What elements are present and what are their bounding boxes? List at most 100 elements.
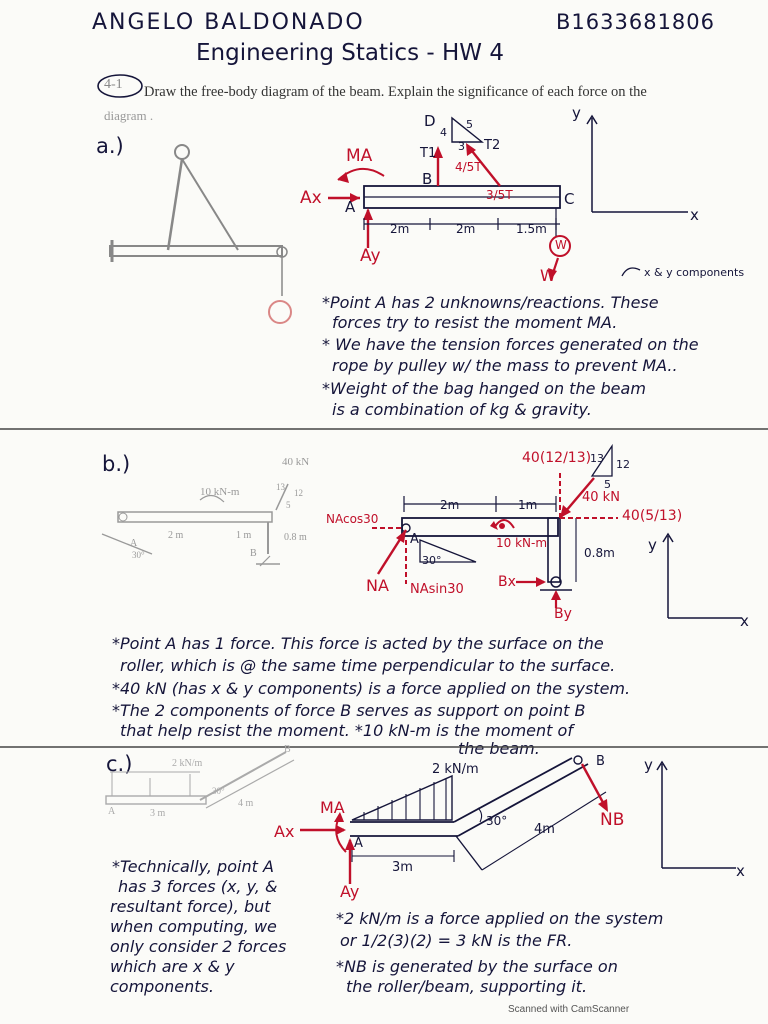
dim-2m-2: 2m: [456, 222, 476, 236]
label-t1: T1: [420, 146, 437, 161]
part-b-note-3: *40 kN (has x & y components) is a force…: [112, 679, 631, 698]
label-w: W: [540, 266, 556, 285]
part-c-left-note-6: which are x & y: [110, 957, 235, 976]
part-b-label: b.): [102, 452, 131, 476]
part-b-note-2: roller, which is @ the same time perpend…: [120, 656, 616, 675]
orig-c-b: B: [284, 744, 291, 755]
dim-b-1m: 1m: [518, 498, 538, 512]
author-name: ANGELO BALDONADO: [92, 10, 365, 35]
part-c-right-note-1: *2 kN/m is a force applied on the system: [336, 909, 664, 928]
orig-b: B: [250, 548, 257, 559]
label-c-ma: MA: [320, 798, 345, 817]
part-c-left-note-1: *Technically, point A: [112, 857, 274, 876]
part-a-note-4: rope by pulley w/ the mass to prevent MA…: [332, 356, 678, 375]
divider-b-c: [0, 746, 768, 748]
problem-number: 4-1: [104, 77, 123, 92]
part-a-note-1: *Point A has 2 unknowns/reactions. These: [322, 293, 659, 312]
label-by: By: [554, 606, 572, 622]
orig-c-30: 30°: [212, 786, 225, 796]
label-b-30: 30°: [422, 554, 442, 567]
label-40-12-13: 40(12/13): [522, 450, 592, 466]
instruction-line-1: Draw the free-body diagram of the beam. …: [144, 84, 647, 100]
label-d: D: [424, 112, 436, 130]
instruction-line-2: diagram .: [104, 108, 154, 123]
part-c-left-note-2: has 3 forces (x, y, &: [118, 877, 278, 896]
xy-components-note: x & y components: [644, 266, 745, 279]
part-c-right-note-2: or 1/2(3)(2) = 3 kN is the FR.: [340, 931, 573, 950]
axis-x-b: x: [740, 612, 749, 630]
label-na: NA: [366, 576, 389, 595]
label-c-b: B: [596, 754, 605, 769]
label-w-circle: W: [555, 238, 567, 252]
part-b-note-6: the beam.: [458, 739, 540, 758]
label-nacos30: NAcos30: [326, 512, 379, 526]
axis-y-b: y: [648, 536, 657, 554]
part-c-left-note-7: components.: [110, 977, 214, 996]
label-40-5-13: 40(5/13): [622, 508, 683, 524]
slope-b-5: 5: [604, 478, 611, 491]
part-c-left-note-5: only consider 2 forces: [110, 937, 287, 956]
orig-1m: 1 m: [236, 530, 252, 541]
slope-b-13: 13: [590, 452, 604, 465]
orig-12: 12: [294, 488, 303, 498]
part-c-left-note-3: resultant force), but: [110, 897, 271, 916]
orig-c-4m: 4 m: [238, 798, 254, 809]
label-c-a: A: [354, 836, 363, 851]
axis-x-a: x: [690, 206, 699, 224]
scanned-footer: Scanned with CamScanner: [508, 1004, 630, 1015]
dim-b-0-8m: 0.8m: [584, 546, 615, 560]
label-nasin30: NAsin30: [410, 582, 464, 597]
label-t-35: 3/5T: [486, 188, 513, 202]
label-c: C: [564, 190, 575, 208]
label-t2: T2: [484, 138, 501, 153]
dim-1-5m: 1.5m: [516, 222, 547, 236]
axis-x-c: x: [736, 862, 745, 880]
label-c-4m: 4m: [534, 822, 555, 837]
part-b-note-1: *Point A has 1 force. This force is acte…: [112, 634, 604, 653]
part-a-note-2: forces try to resist the moment MA.: [332, 313, 618, 332]
orig-30: 30°: [132, 550, 145, 560]
student-id: B1633681806: [556, 10, 716, 34]
part-b-note-5: that help resist the moment. *10 kN-m is…: [120, 721, 573, 740]
dim-b-2m: 2m: [440, 498, 460, 512]
orig-10knm: 10 kN-m: [200, 486, 240, 498]
label-c-nb: NB: [600, 810, 625, 830]
label-ax: Ax: [300, 188, 322, 208]
axis-y-a: y: [572, 104, 581, 122]
orig-13: 13: [276, 482, 285, 492]
part-a-note-6: is a combination of kg & gravity.: [332, 400, 592, 419]
slope-3: 3: [458, 140, 465, 153]
orig-2m: 2 m: [168, 530, 184, 541]
label-t-45: 4/5T: [455, 160, 482, 174]
label-ma: MA: [346, 146, 373, 166]
label-b-a: A: [410, 532, 419, 547]
label-ay: Ay: [360, 246, 381, 266]
label-c-ay: Ay: [340, 882, 360, 901]
label-c-2knm: 2 kN/m: [432, 762, 479, 777]
slope-5: 5: [466, 118, 473, 131]
orig-0-8m: 0.8 m: [284, 532, 307, 543]
label-c-ax: Ax: [274, 822, 295, 841]
part-a-label: a.): [96, 134, 124, 158]
label-40kn: 40 kN: [582, 490, 620, 505]
label-bx: Bx: [498, 574, 516, 590]
orig-c-3m: 3 m: [150, 808, 166, 819]
part-c-right-note-3: *NB is generated by the surface on: [336, 957, 618, 976]
part-a-note-3: * We have the tension forces generated o…: [322, 335, 699, 354]
label-c-30: 30°: [486, 814, 508, 828]
part-c-left-note-4: when computing, we: [110, 917, 277, 936]
part-b-note-4: *The 2 components of force B serves as s…: [112, 701, 586, 720]
orig-c-2knm: 2 kN/m: [172, 758, 203, 769]
divider-a-b: [0, 428, 768, 430]
orig-a: A: [130, 538, 138, 549]
part-c-right-note-4: the roller/beam, supporting it.: [346, 977, 588, 996]
label-10knm: 10 kN-m: [496, 536, 548, 550]
page-title: Engineering Statics - HW 4: [196, 40, 504, 66]
part-a-note-5: *Weight of the bag hanged on the beam: [322, 379, 646, 398]
